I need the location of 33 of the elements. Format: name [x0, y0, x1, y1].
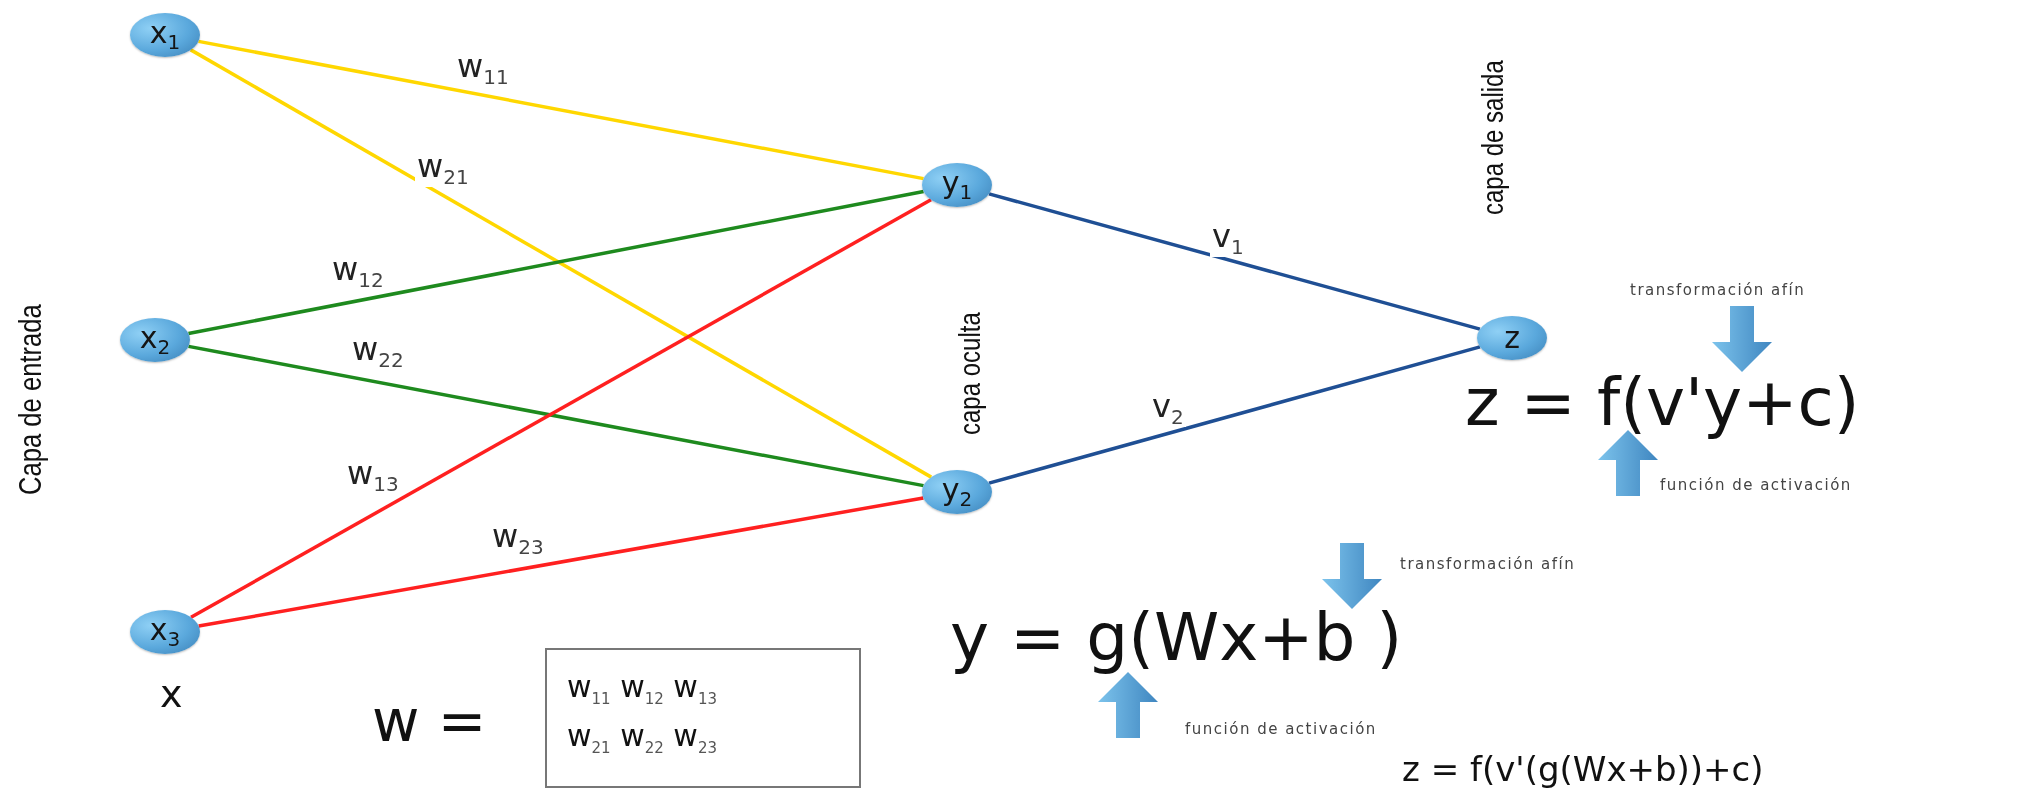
neuron-label: x$_{2}$: [139, 323, 171, 357]
matrix-row-text: w$_{21}$ w$_{22}$ w$_{23}$: [567, 721, 718, 756]
connection-line: [198, 496, 924, 628]
formula-text: z = f(v'(g(Wx+b))+c): [1402, 752, 1764, 786]
connection-line: [188, 344, 924, 488]
neuron-label: x$_{1}$: [149, 18, 181, 52]
neuron-label: y$_{1}$: [941, 168, 973, 202]
neuron-label: y$_{2}$: [941, 475, 973, 509]
connection-line: [189, 48, 933, 479]
matrix-row-text: w$_{11}$ w$_{12}$ w$_{13}$: [567, 672, 718, 707]
neuron-circle: [1477, 316, 1547, 360]
neuron-circle: [922, 163, 992, 207]
connection-line: [988, 192, 1481, 331]
neuron-circle: [130, 610, 200, 654]
neuron-circle: [130, 13, 200, 57]
connection-line: [988, 345, 1481, 485]
neuron-circle: [922, 470, 992, 514]
layer-label: capa oculta: [955, 312, 985, 435]
connection-line: [188, 189, 924, 336]
neuron-circle: [120, 318, 190, 362]
annotation-text: transformación afín: [1630, 283, 1806, 298]
annotation-text: función de activación: [1185, 722, 1377, 737]
neuron-label: x$_{3}$: [149, 615, 181, 649]
layer-label: Capa de entrada: [14, 304, 46, 495]
formula-text: x: [160, 675, 183, 713]
annotation-text: función de activación: [1660, 478, 1852, 493]
matrix-box: [545, 648, 861, 788]
connection-line: [190, 198, 932, 619]
annotation-text: transformación afín: [1400, 557, 1576, 572]
connection-line: [198, 39, 924, 181]
formula-text: w =: [372, 692, 487, 750]
layer-label: capa de salida: [1478, 60, 1508, 215]
neuron-label: z: [1504, 323, 1520, 353]
